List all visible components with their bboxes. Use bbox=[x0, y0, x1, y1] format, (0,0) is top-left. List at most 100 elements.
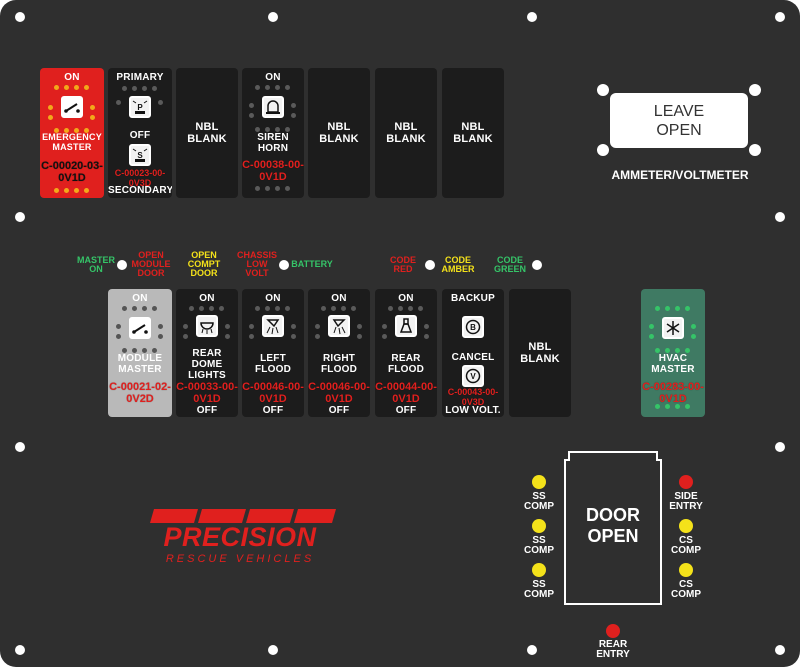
dome-light-icon bbox=[196, 315, 218, 337]
siren-horn-switch[interactable]: ON SIREN HORN C-00038-00- 0V1D bbox=[242, 68, 304, 198]
code-amber-indicator-label: CODE AMBER bbox=[441, 255, 475, 274]
ss-comp-label: SS COMP bbox=[524, 579, 554, 600]
part-code: C-00020-03- 0V1D bbox=[41, 160, 103, 184]
indicator-dots bbox=[108, 86, 172, 105]
master-on-indicator-label: MASTER ON bbox=[77, 255, 115, 274]
mount-hole bbox=[527, 12, 537, 22]
indicator-dots bbox=[242, 306, 304, 339]
open-module-door-indicator-label: OPEN MODULE DOOR bbox=[131, 250, 171, 278]
backup-cancel-switch[interactable]: BACKUP B CANCEL V C-00043-00- 0V3D LOW V… bbox=[442, 289, 504, 417]
part-code: C-00023-00- 0V3D bbox=[114, 168, 166, 188]
part-code: C-00046-00- 0V1D bbox=[308, 381, 370, 405]
svg-text:V: V bbox=[470, 372, 476, 381]
switch-off-label: OFF bbox=[262, 405, 284, 416]
door-open-cutout bbox=[564, 451, 662, 605]
nbl-blank-switch[interactable]: NBL BLANK bbox=[375, 68, 437, 198]
mount-hole bbox=[15, 212, 25, 222]
flood-light-icon bbox=[262, 315, 284, 337]
switch-bottom-label: SECONDARY bbox=[108, 185, 172, 196]
svg-text:P: P bbox=[137, 103, 143, 112]
switch-on-label: ON bbox=[132, 293, 148, 304]
indicator-dots bbox=[641, 306, 705, 409]
switch-bottom-label: LOW VOLT. bbox=[445, 405, 501, 416]
nbl-blank-switch[interactable]: NBL BLANK bbox=[308, 68, 370, 198]
part-code: C-00021-02- 0V2D bbox=[109, 381, 171, 405]
hvac-snowflake-icon bbox=[662, 317, 684, 339]
mount-hole bbox=[775, 645, 785, 655]
cs-comp-label: CS COMP bbox=[671, 535, 701, 556]
battery-led bbox=[279, 260, 289, 270]
blank-label: NBL BLANK bbox=[319, 121, 359, 145]
code-green-indicator-label: CODE GREEN bbox=[493, 255, 526, 274]
part-code: C-00033-00- 0V1D bbox=[176, 381, 238, 405]
blank-label: NBL BLANK bbox=[187, 121, 227, 145]
code-red-led bbox=[425, 260, 435, 270]
nbl-blank-switch[interactable]: NBL BLANK bbox=[509, 289, 571, 417]
blank-label: NBL BLANK bbox=[520, 341, 560, 365]
right-flood-switch[interactable]: ON RIGHT FLOOD C-00046-00- 0V1D OFF bbox=[308, 289, 370, 417]
indicator-dots bbox=[242, 85, 304, 132]
rear-flood-switch[interactable]: ON REAR FLOOD C-00044-00- 0V1D OFF bbox=[375, 289, 437, 417]
left-flood-switch[interactable]: ON LEFT FLOOD C-00046-00- 0V1D OFF bbox=[242, 289, 304, 417]
indicator-dots bbox=[242, 186, 304, 196]
rear-dome-lights-switch[interactable]: ON REAR DOME LIGHTS C-00033-00- 0V1D OFF bbox=[176, 289, 238, 417]
logo-subtitle: RESCUE VEHICLES bbox=[165, 553, 315, 565]
module-master-switch[interactable]: ON MODULE MASTER C-00021-02- 0V2D bbox=[108, 289, 172, 417]
door-open-label: DOOR OPEN bbox=[586, 505, 640, 546]
switch-off-label: OFF bbox=[196, 405, 218, 416]
side-entry-label: SIDE ENTRY bbox=[669, 491, 703, 512]
switch-on-label: ON bbox=[265, 72, 281, 83]
switch-name-label: MODULE MASTER bbox=[117, 353, 163, 375]
nbl-blank-switch[interactable]: NBL BLANK bbox=[442, 68, 504, 198]
chassis-low-volt-indicator-label: CHASSIS LOW VOLT bbox=[236, 250, 277, 278]
hvac-master-switch[interactable]: HVAC MASTER C-00283-00- 0V1D bbox=[641, 289, 705, 417]
code-green-led bbox=[532, 260, 542, 270]
mount-hole bbox=[775, 212, 785, 222]
rear-entry-led bbox=[606, 624, 620, 638]
meter-mount-hole bbox=[597, 84, 609, 96]
low-volt-icon: V bbox=[462, 365, 484, 387]
primary-secondary-switch[interactable]: PRIMARY P OFF S C-00023-00- 0V3D SECONDA… bbox=[108, 68, 172, 198]
switch-on-label: ON bbox=[64, 72, 80, 83]
meter-mount-hole bbox=[749, 84, 761, 96]
mount-hole bbox=[775, 12, 785, 22]
switch-name-label: REAR DOME LIGHTS bbox=[188, 348, 226, 381]
primary-siren-icon: P bbox=[129, 96, 151, 118]
mount-hole bbox=[527, 645, 537, 655]
switch-name-label: LEFT FLOOD bbox=[255, 353, 291, 375]
leave-open-cutout: LEAVE OPEN bbox=[610, 93, 748, 148]
blank-label: NBL BLANK bbox=[453, 121, 493, 145]
switch-off-label: OFF bbox=[395, 405, 417, 416]
ss-comp-led bbox=[532, 475, 546, 489]
side-entry-led bbox=[679, 475, 693, 489]
ammeter-voltmeter-label: AMMETER/VOLTMETER bbox=[611, 168, 749, 182]
switch-mid-label: CANCEL bbox=[451, 352, 495, 363]
switch-on-label: ON bbox=[398, 293, 414, 304]
backup-alarm-icon: B bbox=[462, 316, 484, 338]
code-red-indicator-label: CODE RED bbox=[389, 255, 416, 274]
part-code: C-00283-00- 0V1D bbox=[642, 381, 704, 405]
precision-logo-stripes bbox=[150, 509, 336, 523]
switch-on-label: ON bbox=[265, 293, 281, 304]
nbl-blank-switch[interactable]: NBL BLANK bbox=[176, 68, 238, 198]
battery-indicator-label: BATTERY bbox=[291, 259, 333, 269]
cs-comp-led bbox=[679, 563, 693, 577]
ss-comp-label: SS COMP bbox=[524, 535, 554, 556]
meter-mount-hole bbox=[749, 144, 761, 156]
flood-light-icon bbox=[328, 315, 350, 337]
rear-flood-light-icon bbox=[395, 315, 417, 337]
part-code: C-00043-00- 0V3D bbox=[447, 387, 499, 407]
rear-entry-label: REAR ENTRY bbox=[596, 639, 630, 660]
indicator-dots bbox=[176, 306, 238, 339]
siren-icon bbox=[262, 96, 284, 118]
mount-hole bbox=[15, 645, 25, 655]
emergency-master-switch[interactable]: ON EMERGENCY MASTER C-00020-03- 0V1D bbox=[40, 68, 104, 198]
mount-hole bbox=[775, 442, 785, 452]
ss-comp-label: SS COMP bbox=[524, 491, 554, 512]
switch-name-label: HVAC MASTER bbox=[651, 353, 695, 375]
toggle-switch-icon bbox=[61, 96, 83, 118]
open-compt-door-indicator-label: OPEN COMPT DOOR bbox=[187, 250, 221, 278]
mount-hole bbox=[268, 12, 278, 22]
svg-text:S: S bbox=[137, 151, 143, 160]
secondary-siren-icon: S bbox=[129, 144, 151, 166]
